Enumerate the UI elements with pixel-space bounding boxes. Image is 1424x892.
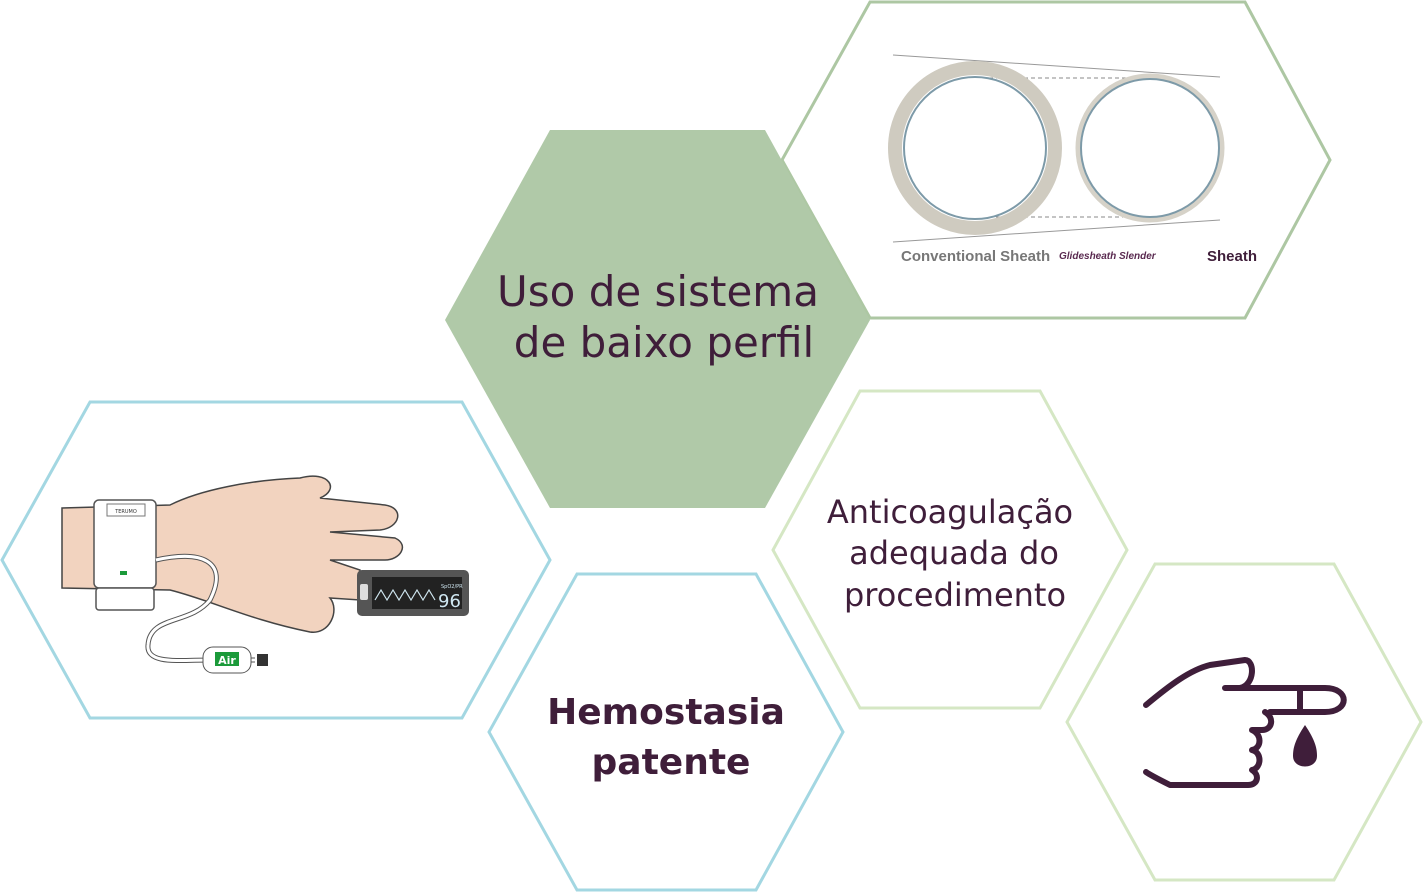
anticoag-line3: procedimento: [844, 576, 1066, 614]
glidesheath-label: Glidesheath Slender: [1059, 251, 1157, 262]
oximeter-label: SpO2/PR: [441, 584, 463, 590]
anticoag-line1: Anticoagulação: [827, 493, 1073, 531]
hemostasis-line1: Hemostasia: [547, 692, 785, 733]
hex-finger-prick: [1065, 562, 1423, 882]
hemostasis-line2: patente: [592, 742, 751, 783]
air-label: Air: [218, 654, 236, 667]
hex-radial-device: TERUMO Air SpO2/PR 96: [0, 400, 552, 720]
conventional-sheath-label: Conventional Sheath: [901, 248, 1050, 265]
brand-label: TERUMO: [114, 509, 137, 515]
conventional-sheath-ring: [888, 61, 1062, 235]
hex-anticoagulation: Anticoagulação adequada do procedimento: [771, 389, 1129, 710]
anticoag-line2: adequada do: [849, 534, 1059, 572]
oximeter-value: 96: [438, 591, 461, 612]
slender-sheath-ring: [1075, 73, 1225, 223]
hex-sheath-comparison: Conventional Sheath Glidesheath Slender …: [780, 0, 1332, 320]
low-profile-line2: de baixo perfil: [514, 318, 814, 367]
hex-low-profile: Uso de sistema de baixo perfil: [445, 130, 870, 508]
sheath-label: Sheath: [1207, 248, 1257, 265]
low-profile-line1: Uso de sistema: [497, 267, 819, 316]
finger-blood-drop-icon: [1143, 657, 1347, 788]
hex-hemostasis: Hemostasia patente: [487, 572, 845, 892]
